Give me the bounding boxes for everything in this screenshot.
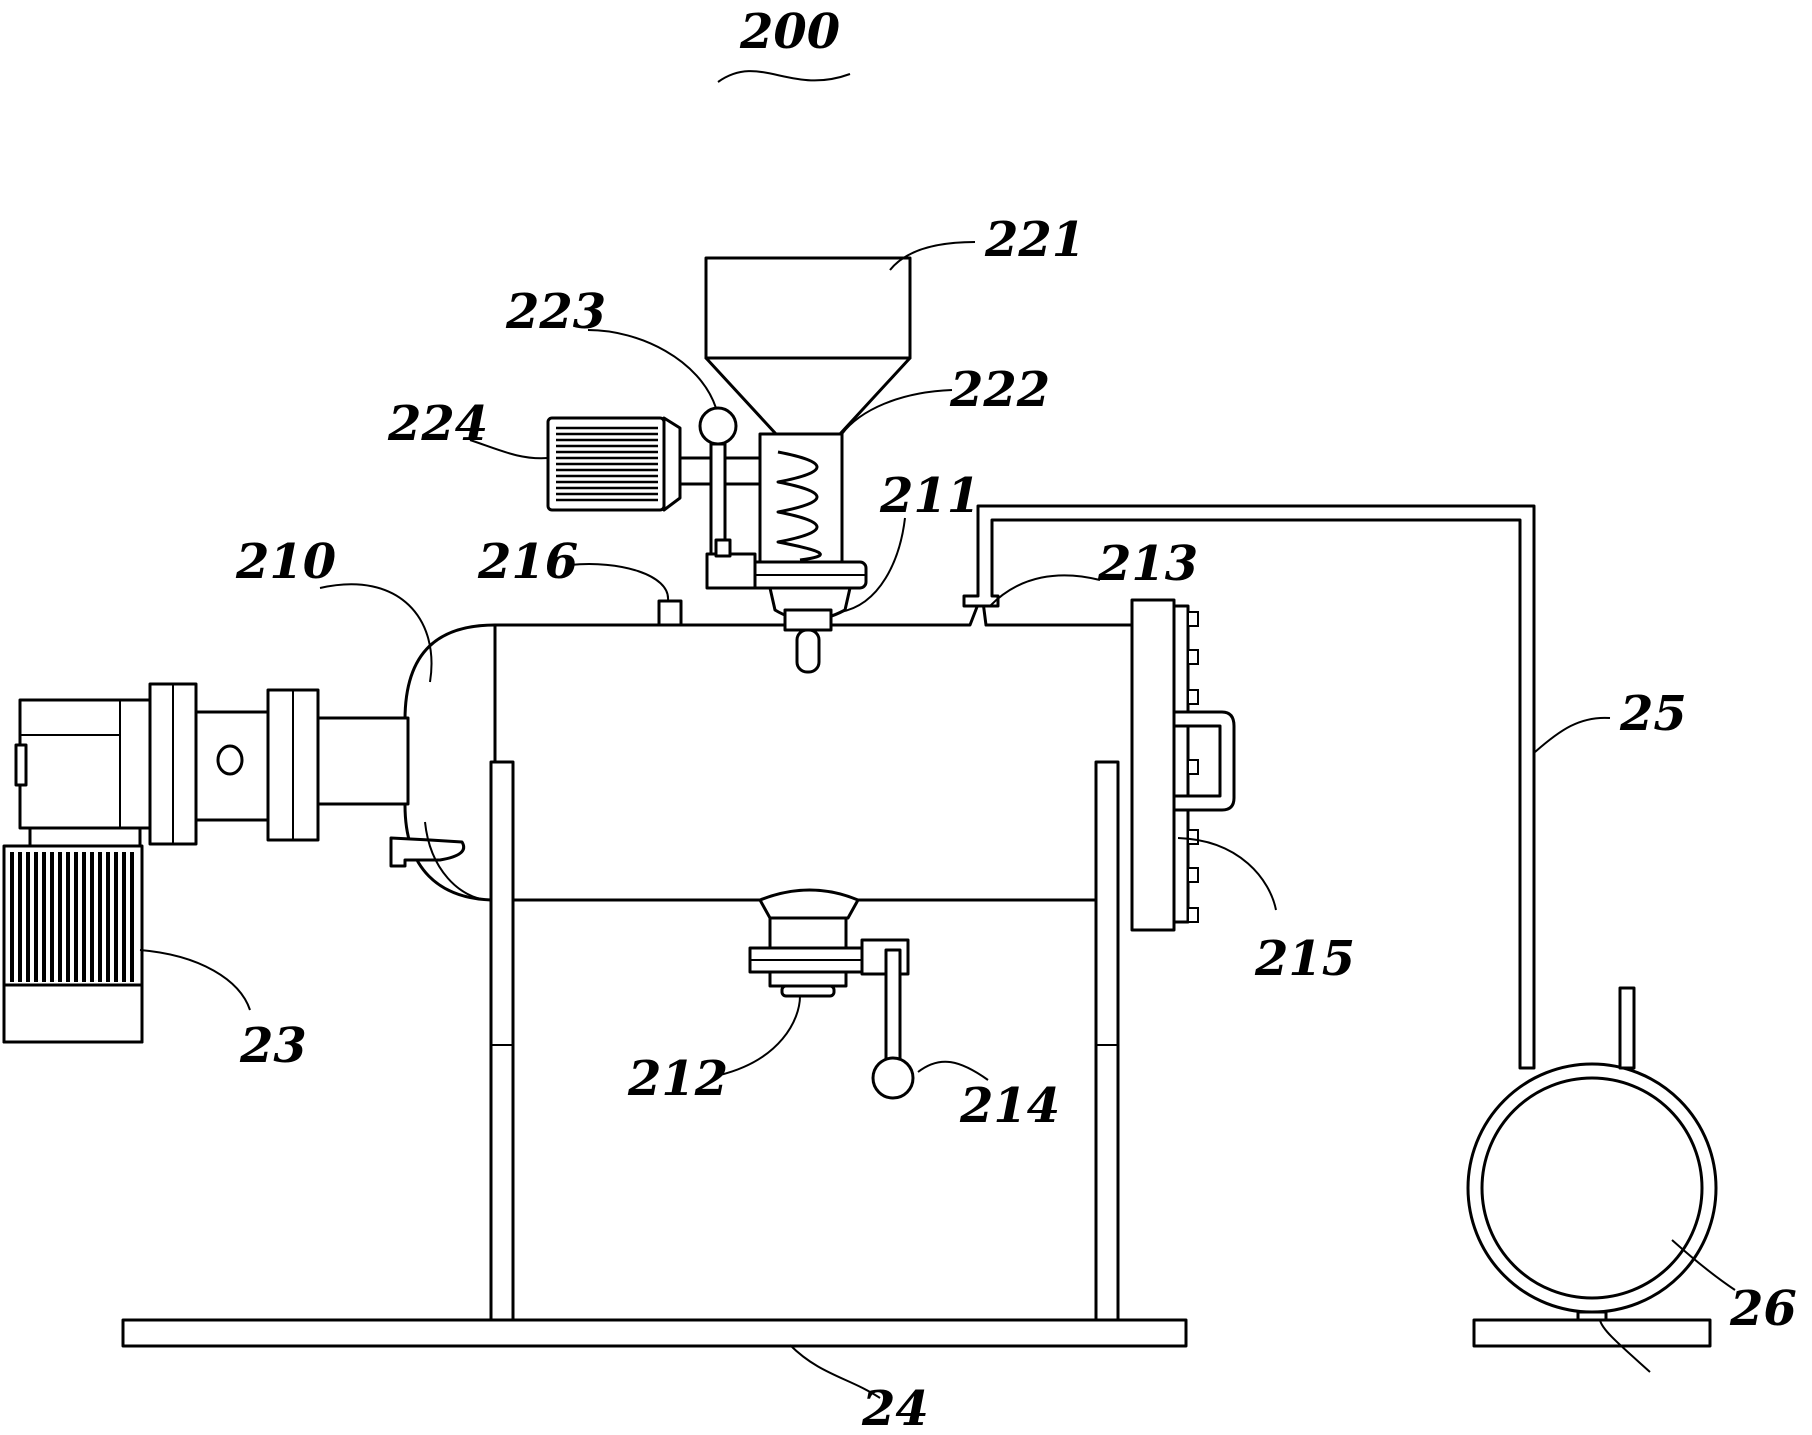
- figure-number-underline: [717, 70, 851, 83]
- label-213: 213: [1097, 536, 1198, 592]
- drive-motor: [2, 844, 144, 1044]
- label-211: 211: [879, 468, 980, 524]
- label-212: 212: [627, 1051, 728, 1107]
- outlet-pipe: [962, 504, 1536, 1070]
- figure-number: 200: [739, 4, 840, 60]
- end-flange: [1130, 598, 1236, 932]
- label-214: 214: [959, 1078, 1060, 1134]
- label-223: 223: [505, 284, 606, 340]
- valve-handle: [698, 406, 757, 590]
- feed-hopper: [704, 256, 912, 436]
- feed-valve: [768, 586, 852, 674]
- reference-labels: 210 211 212 213 214 215 216 221 222 223 …: [235, 212, 1797, 1435]
- motor-cooling-fins: [10, 852, 134, 982]
- discharge-valve-handle: [860, 938, 915, 1100]
- base-plate: [121, 1318, 1188, 1348]
- leader-lines: [139, 241, 1736, 1399]
- label-24: 24: [861, 1381, 929, 1435]
- label-210: 210: [235, 534, 336, 590]
- label-222: 222: [949, 362, 1050, 418]
- label-215: 215: [1254, 931, 1355, 987]
- pump-base-plate: [1472, 1318, 1712, 1348]
- label-26: 26: [1729, 1281, 1797, 1337]
- drive-shaft-housing: [14, 682, 410, 848]
- discharge-valve: [748, 888, 864, 998]
- screw-feeder: [748, 432, 868, 590]
- label-224: 224: [387, 396, 488, 452]
- label-25: 25: [1619, 686, 1687, 742]
- circulation-pump: [1466, 986, 1718, 1322]
- lower-nozzle: [389, 836, 466, 868]
- label-23: 23: [239, 1018, 307, 1074]
- frame-legs: [489, 760, 1120, 1322]
- label-221: 221: [984, 212, 1085, 268]
- label-216: 216: [477, 534, 578, 590]
- vent-port: [657, 599, 683, 627]
